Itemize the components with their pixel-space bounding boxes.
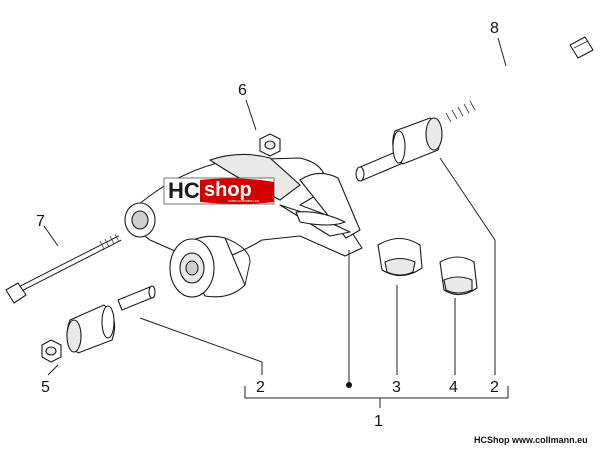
- logo-hc-text: HC: [168, 178, 200, 203]
- part-8-bolt: [441, 36, 594, 123]
- label-8: 8: [490, 20, 499, 37]
- part-5-nut: [41, 339, 62, 363]
- leader-lines: [43, 37, 509, 408]
- label-1: 1: [374, 413, 383, 430]
- hc-shop-logo: HC shop www.collmann.eu: [163, 177, 275, 205]
- label-5: 5: [41, 379, 50, 396]
- part-4-clip: [439, 256, 478, 296]
- part-6-nut: [259, 133, 281, 157]
- part-3-clip: [377, 237, 423, 277]
- part-2-bushing-lower: [66, 285, 156, 354]
- logo-shop-text: shop: [204, 179, 252, 201]
- logo-site-text: www.collmann.eu: [228, 198, 259, 203]
- part-2-bushing-upper: [355, 117, 443, 182]
- label-6: 6: [238, 82, 247, 99]
- part-7-bolt: [5, 233, 122, 304]
- part-1-swing-arm: [124, 153, 363, 298]
- label-3: 3: [392, 379, 401, 396]
- watermark-text: HCShop www.collmann.eu: [474, 435, 588, 445]
- label-7: 7: [36, 213, 45, 230]
- label-2-right: 2: [490, 379, 499, 396]
- label-4: 4: [449, 379, 458, 396]
- label-2-left: 2: [256, 379, 265, 396]
